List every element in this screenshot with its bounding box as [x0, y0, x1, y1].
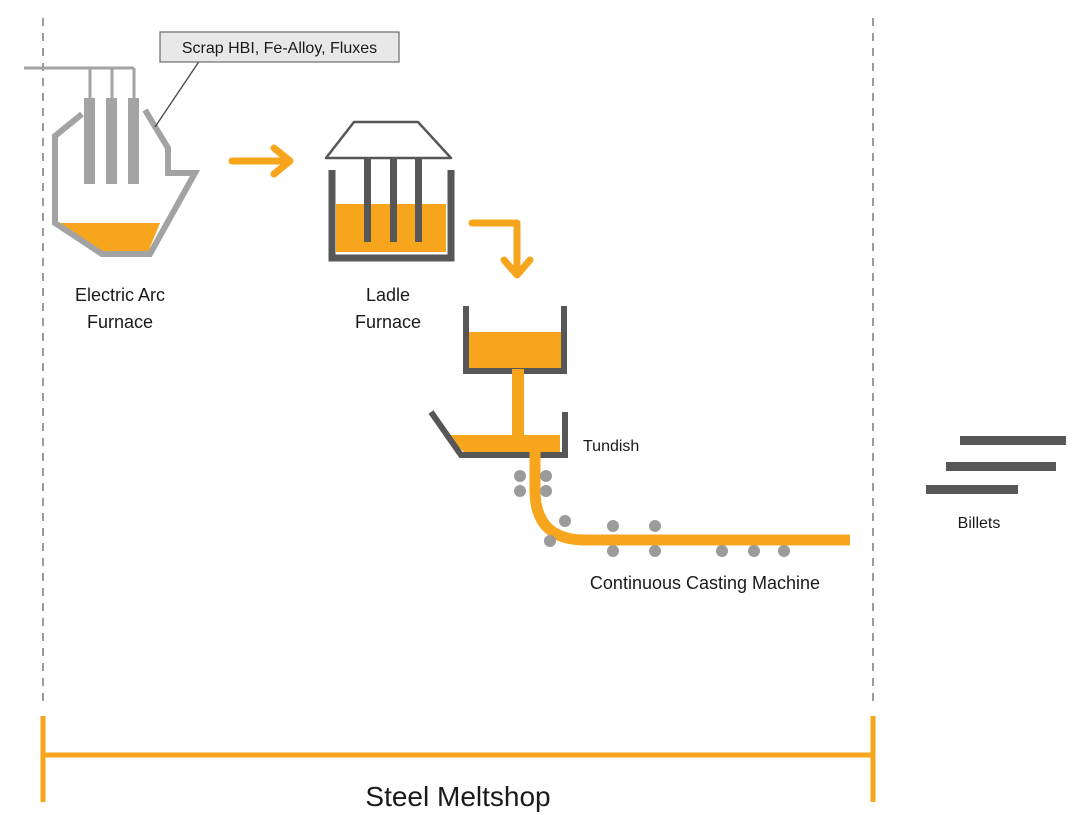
ladle-furnace-label-line1: Ladle — [366, 285, 410, 305]
flow-arrow-down-icon — [468, 219, 534, 279]
roller — [514, 485, 526, 497]
input-callout-text: Scrap HBI, Fe-Alloy, Fluxes — [182, 40, 377, 57]
roller — [716, 545, 728, 557]
ccm-label: Continuous Casting Machine — [590, 573, 820, 593]
meltshop-span-bracket — [40, 716, 876, 802]
roller — [514, 470, 526, 482]
roller — [544, 535, 556, 547]
roller — [649, 545, 661, 557]
roller — [778, 545, 790, 557]
ladle-furnace-icon — [324, 120, 455, 262]
casting-ladle-icon — [463, 306, 567, 435]
input-callout-leader — [154, 59, 201, 128]
roller — [607, 545, 619, 557]
roller — [748, 545, 760, 557]
roller — [559, 515, 571, 527]
roller — [540, 470, 552, 482]
electric-arc-furnace-icon — [24, 66, 201, 257]
meltshop-label: Steel Meltshop — [365, 781, 550, 812]
casting-rollers — [514, 470, 790, 557]
eaf-label-line2: Furnace — [87, 312, 153, 332]
ladle-furnace-label-line2: Furnace — [355, 312, 421, 332]
roller — [649, 520, 661, 532]
input-callout-box — [159, 31, 400, 63]
flow-arrow-right-icon — [228, 144, 294, 178]
casting-strand — [529, 452, 850, 546]
roller — [607, 520, 619, 532]
roller — [540, 485, 552, 497]
tundish-icon — [428, 410, 568, 458]
eaf-label-line1: Electric Arc — [75, 285, 165, 305]
tundish-label: Tundish — [583, 438, 639, 455]
billets-label: Billets — [958, 515, 1001, 532]
billets-icon — [926, 436, 1066, 494]
